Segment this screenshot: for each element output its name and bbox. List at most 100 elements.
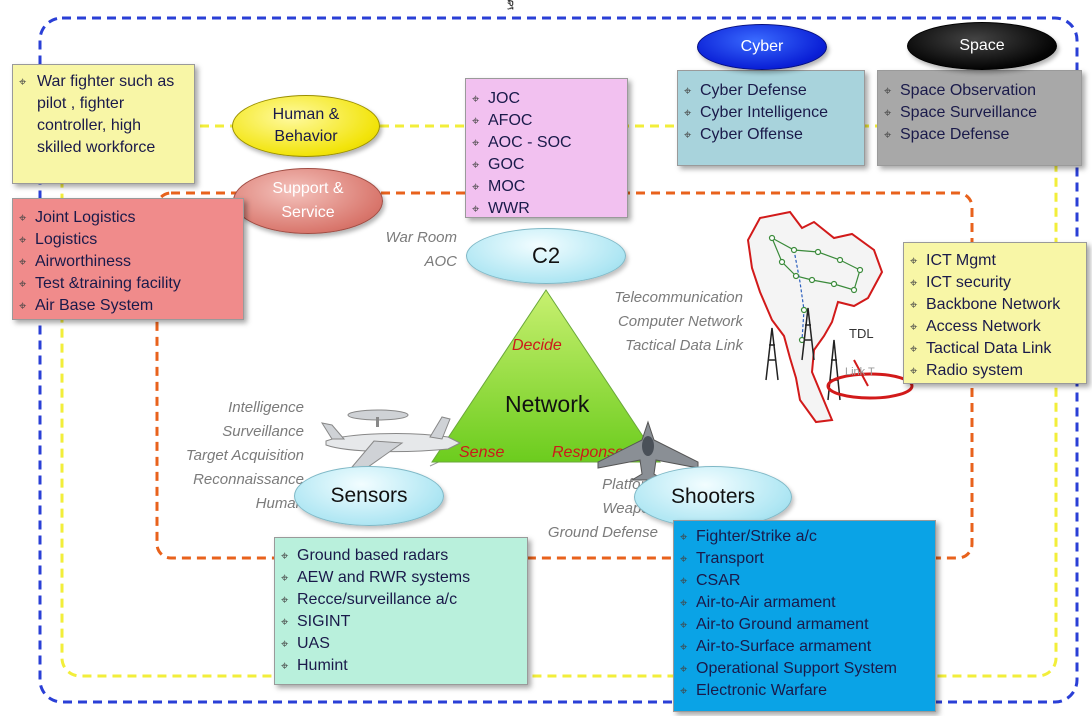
- sense-label: Sense: [459, 444, 505, 461]
- list-item: ⌖MOC: [472, 176, 621, 198]
- decide-label: Decide: [512, 337, 562, 354]
- list-item: ⌖Air Base System: [19, 295, 237, 317]
- response-label: Response: [552, 444, 625, 461]
- bullet-icon: ⌖: [680, 639, 688, 654]
- list-item: ⌖Space Defense: [884, 124, 1075, 146]
- bullet-icon: ⌖: [910, 253, 918, 268]
- bullet-icon: ⌖: [910, 319, 918, 334]
- human-behavior-label: Human & Behavior: [272, 106, 340, 145]
- list-item: ⌖GOC: [472, 154, 621, 176]
- list-item: ⌖Ground based radars: [281, 545, 521, 567]
- tdl-label: TDL: [849, 326, 874, 341]
- map-shape: [746, 210, 884, 424]
- list-item: ⌖ICT Mgmt: [910, 250, 1080, 272]
- list-item: ⌖JOC: [472, 88, 621, 110]
- list-item: ⌖AOC - SOC: [472, 132, 621, 154]
- bullet-icon: ⌖: [680, 617, 688, 632]
- network-side-labels: Telecommunication Computer Network Tacti…: [614, 289, 743, 354]
- bullet-icon: ⌖: [680, 529, 688, 544]
- network-nodes: [768, 234, 864, 344]
- bullet-icon: ⌖: [281, 658, 289, 673]
- bullet-icon: ⌖: [472, 135, 480, 150]
- bullet-icon: ⌖: [281, 636, 289, 651]
- radio-tower-icon: [765, 307, 841, 401]
- shooters-node: Shooters: [634, 466, 792, 528]
- list-item: ⌖AEW and RWR systems: [281, 567, 521, 589]
- blue-outer-loop: [38, 16, 1079, 704]
- list-item: ⌖ICT security: [910, 272, 1080, 294]
- cyber-box: ⌖Cyber Defense ⌖Cyber Intelligence ⌖Cybe…: [677, 70, 865, 166]
- bullet-icon: ⌖: [884, 105, 892, 120]
- sensors-side-labels: Intelligence Surveillance Target Acquisi…: [185, 399, 304, 512]
- bullet-icon: ⌖: [680, 595, 688, 610]
- c2-box: ⌖JOC ⌖AFOC ⌖AOC - SOC ⌖GOC ⌖MOC ⌖WWR: [465, 78, 628, 218]
- list-item: ⌖Cyber Intelligence: [684, 102, 858, 124]
- bullet-icon: ⌖: [472, 91, 480, 106]
- human-box: ⌖ War fighter such as pilot , fighter con…: [12, 64, 195, 184]
- thailand-map: [746, 210, 914, 424]
- support-service-label: Support & Service: [272, 180, 344, 221]
- bullet-icon: ⌖: [910, 275, 918, 290]
- bullet-icon: ⌖: [910, 363, 918, 378]
- list-item: ⌖Air-to-Surface armament: [680, 636, 929, 658]
- space-box: ⌖Space Observation ⌖Space Surveillance ⌖…: [877, 70, 1082, 166]
- network-label: Network: [505, 391, 590, 417]
- bullet-icon: ⌖: [19, 298, 27, 313]
- bullet-icon: ⌖: [680, 551, 688, 566]
- c2-side-labels: War Room AOC: [385, 229, 457, 270]
- human-box-text: War fighter such as pilot , fighter cont…: [37, 73, 175, 156]
- list-item: ⌖Air-to Ground armament: [680, 614, 929, 636]
- list-item: ⌖Radio system: [910, 360, 1080, 382]
- list-item: ⌖Operational Support System: [680, 658, 929, 680]
- list-item: ⌖SIGINT: [281, 611, 521, 633]
- bullet-icon: ⌖: [472, 113, 480, 128]
- aew-aircraft-icon: [320, 409, 462, 468]
- link-t-label: Link T: [845, 366, 875, 378]
- list-item: ⌖Joint Logistics: [19, 207, 237, 229]
- bullet-icon: ⌖: [281, 614, 289, 629]
- bullet-icon: ⌖: [281, 548, 289, 563]
- support-box: ⌖Joint Logistics ⌖Logistics ⌖Airworthine…: [12, 198, 244, 320]
- list-item: ⌖AFOC: [472, 110, 621, 132]
- bullet-icon: ⌖: [684, 105, 692, 120]
- bullet-icon: ⌖: [19, 276, 27, 291]
- human-behavior-oval: Human & Behavior: [232, 95, 380, 157]
- bullet-icon: ⌖: [680, 573, 688, 588]
- list-item: ⌖CSAR: [680, 570, 929, 592]
- list-item: ⌖Space Surveillance: [884, 102, 1075, 124]
- ict-box: ⌖ICT Mgmt ⌖ICT security ⌖Backbone Networ…: [903, 242, 1087, 384]
- space-label: Space: [959, 37, 1005, 54]
- list-item: ⌖Cyber Defense: [684, 80, 858, 102]
- bullet-icon: ⌖: [680, 661, 688, 676]
- list-item: ⌖Transport: [680, 548, 929, 570]
- bullet-icon: ⌖: [19, 254, 27, 269]
- bullet-icon: ⌖: [884, 83, 892, 98]
- c2-node-label: C2: [531, 243, 561, 268]
- cyber-oval: Cyber: [697, 24, 827, 70]
- bullet-icon: ⌖: [684, 127, 692, 142]
- list-item: ⌖Space Observation: [884, 80, 1075, 102]
- bullet-icon: ⌖: [472, 179, 480, 194]
- shooters-box: ⌖Fighter/Strike a/c ⌖Transport ⌖CSAR ⌖Ai…: [673, 520, 936, 712]
- bullet-icon: ⌖: [910, 341, 918, 356]
- list-item: ⌖Recce/surveillance a/c: [281, 589, 521, 611]
- c2-node: C2: [466, 228, 626, 284]
- list-item: ⌖UAS: [281, 633, 521, 655]
- list-item: ⌖Airworthiness: [19, 251, 237, 273]
- list-item: ⌖Test &training facility: [19, 273, 237, 295]
- support-service-oval: Support & Service: [233, 168, 383, 234]
- bullet-icon: ⌖: [684, 83, 692, 98]
- list-item: ⌖Fighter/Strike a/c: [680, 526, 929, 548]
- page-title: ฐ: [507, 0, 515, 9]
- list-item: ⌖Access Network: [910, 316, 1080, 338]
- sensors-box: ⌖Ground based radars ⌖AEW and RWR system…: [274, 537, 528, 685]
- shooters-node-label: Shooters: [670, 485, 756, 508]
- bullet-icon: ⌖: [680, 683, 688, 698]
- list-item: ⌖Electronic Warfare: [680, 680, 929, 702]
- bullet-icon: ⌖: [910, 297, 918, 312]
- list-item: ⌖Cyber Offense: [684, 124, 858, 146]
- list-item: ⌖Backbone Network: [910, 294, 1080, 316]
- bullet-icon: ⌖: [472, 201, 480, 216]
- bullet-icon: ⌖: [281, 592, 289, 607]
- bullet-icon: ⌖: [19, 74, 27, 89]
